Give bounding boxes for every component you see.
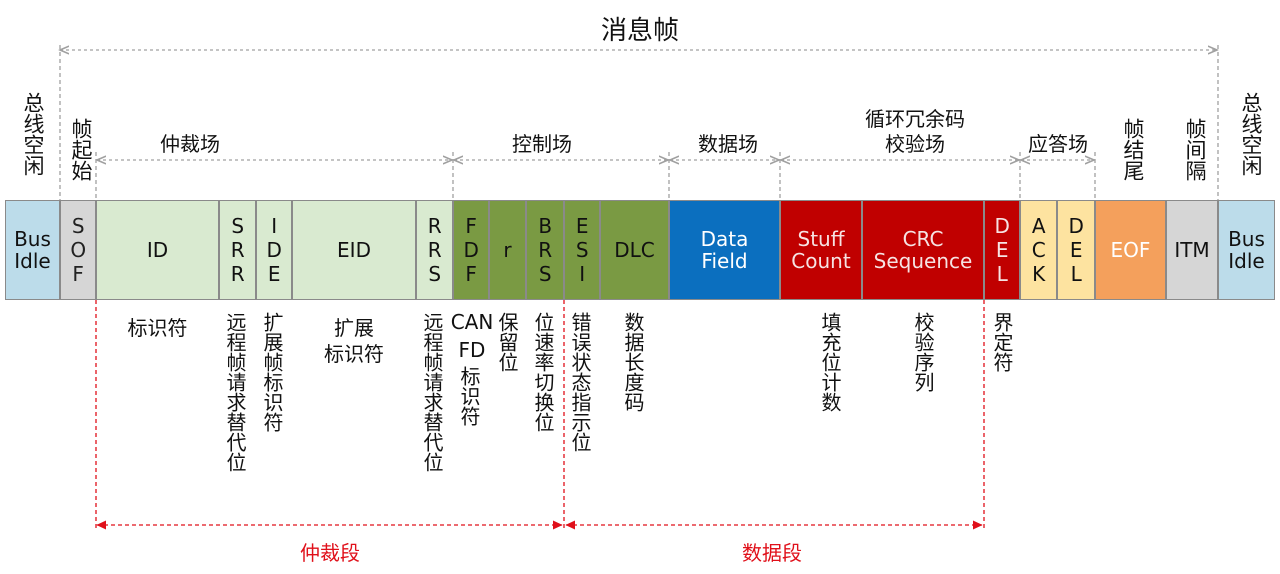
ide-field: IDE (256, 200, 292, 300)
crc-del-description: 界定符 (990, 312, 1014, 372)
brs-field-text: BRS (533, 214, 558, 286)
fdf-field: FDF (453, 200, 489, 300)
bus-idle-right-field: Bus Idle (1218, 200, 1275, 300)
dlc-field: DLC (600, 200, 669, 300)
ide-field-text: IDE (262, 214, 287, 286)
eid-description-line1: 扩展 (334, 316, 374, 340)
ack-field-label: 应答场 (1028, 132, 1088, 156)
control-field-label: 控制场 (512, 132, 572, 156)
crc-field-label-line2: 校验场 (885, 132, 945, 156)
arbitration-segment-label: 仲裁段 (300, 541, 360, 565)
ide-description: 扩展帧标识符 (260, 312, 284, 432)
eid-field: EID (292, 200, 416, 300)
r-field: r (489, 200, 526, 300)
bus-idle-left-top-label: 总线空闲 (21, 92, 45, 176)
segment-lines (95, 300, 985, 530)
ack-del-field: DEL (1057, 200, 1095, 300)
brs-description: 位速率切换位 (531, 312, 555, 432)
rrs-description: 远程帧请求替代位 (420, 312, 444, 472)
id-description: 标识符 (127, 316, 188, 340)
bus-idle-left-field: Bus Idle (5, 200, 60, 300)
grey-dividers (59, 45, 1219, 200)
srr-field: SRR (219, 200, 256, 300)
stuff-count-field: Stuff Count (780, 200, 862, 300)
esi-field-text: ESI (570, 214, 595, 286)
esi-description: 错误状态指示位 (568, 312, 592, 452)
eof-top-label: 帧结尾 (1121, 118, 1145, 181)
crc-sequence-field: CRC Sequence (862, 200, 984, 300)
srr-field-text: SRR (225, 214, 250, 286)
rrs-field: RRS (416, 200, 453, 300)
ack-field: ACK (1020, 200, 1057, 300)
message-frame-title: 消息帧 (600, 16, 679, 46)
id-field: ID (96, 200, 219, 300)
esi-field: ESI (564, 200, 600, 300)
sof-top-label: 帧起始 (69, 118, 93, 181)
data-field-box: Data Field (669, 200, 780, 300)
fdf-description-line2: FD (458, 338, 486, 362)
crc-field-label-line1: 循环冗余码 (865, 107, 965, 131)
ack-del-field-text: DEL (1064, 214, 1089, 286)
brs-field: BRS (526, 200, 564, 300)
fdf-field-text: FDF (459, 214, 484, 286)
itm-field: ITM (1166, 200, 1218, 300)
eid-description-line2: 标识符 (324, 342, 384, 366)
rrs-field-text: RRS (422, 214, 447, 286)
arbitration-field-label: 仲裁场 (160, 132, 220, 156)
srr-description: 远程帧请求替代位 (223, 312, 247, 472)
sof-field-text: SOF (66, 214, 91, 286)
fdf-description-rest: 标识符 (457, 366, 481, 426)
ack-field-text: ACK (1026, 214, 1051, 286)
itm-top-label: 帧间隔 (1183, 118, 1207, 181)
r-description: 保留位 (495, 312, 519, 372)
sof-field: SOF (60, 200, 96, 300)
dlc-description: 数据长度码 (621, 312, 645, 412)
crc-sequence-description: 校验序列 (911, 312, 935, 392)
eof-field: EOF (1095, 200, 1166, 300)
fdf-description-line1: CAN (450, 310, 494, 334)
data-segment-label: 数据段 (742, 541, 802, 565)
crc-del-field: DEL (984, 200, 1020, 300)
bus-idle-right-top-label: 总线空闲 (1239, 92, 1263, 176)
crc-del-field-text: DEL (990, 214, 1015, 286)
data-field-top-label: 数据场 (698, 132, 758, 156)
stuff-count-description: 填充位计数 (818, 312, 842, 412)
